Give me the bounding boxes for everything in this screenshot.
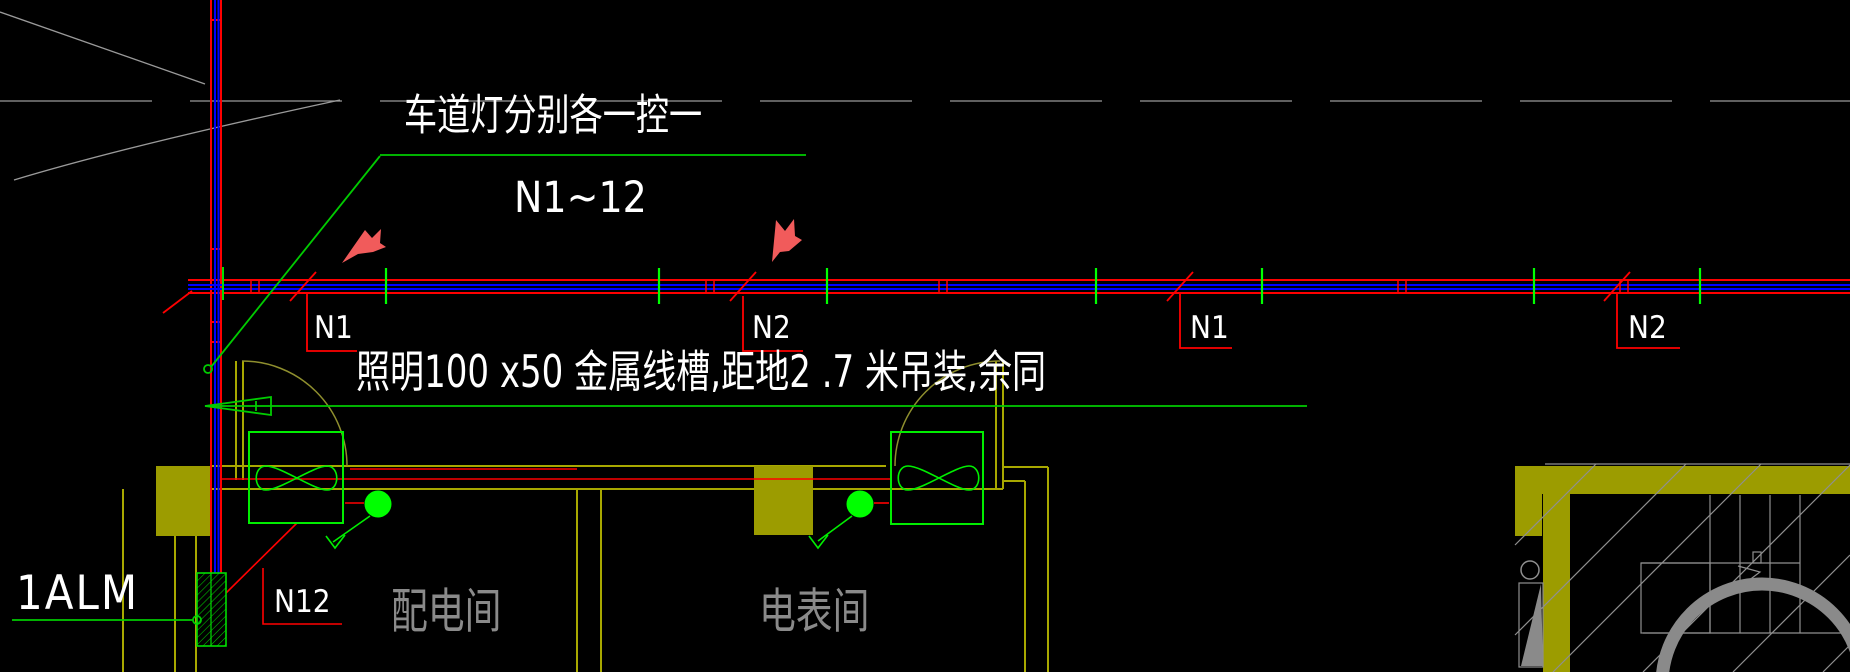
stair-detail: [1514, 463, 1850, 672]
stair-wall-block: [1515, 466, 1850, 672]
panel-label: 1ALM: [16, 565, 140, 621]
distribution-panel: [196, 572, 227, 647]
luminaire-symbol: [248, 431, 344, 524]
room-label-meter-room: 电表间: [759, 584, 870, 640]
tray-circuit-label-n2b: N2: [1628, 308, 1667, 346]
tray-circuit-label-n2a: N2: [752, 308, 791, 346]
pointer-arrow-icon: [772, 219, 802, 262]
luminaires: [248, 431, 984, 550]
light-point: [846, 490, 874, 518]
note-circuit-range: N1~12: [514, 172, 647, 222]
feeder-arrowhead-icon: [204, 395, 272, 417]
circuit-leaders: [162, 271, 1680, 352]
annotation-leaders: [12, 154, 1307, 625]
tray-ticks: [384, 268, 1702, 304]
branch-circuit-label: N12: [274, 582, 331, 620]
luminaire-symbol: [890, 431, 984, 525]
wall-block: [156, 466, 212, 536]
power-circuits: [221, 468, 891, 625]
highlight-arrows: [342, 219, 802, 263]
tray-circuit-label-n1a: N1: [314, 308, 353, 346]
door-swing-arcs: [241, 360, 1001, 467]
room-label-power-distribution: 配电间: [391, 584, 502, 640]
note-lane-lights: 车道灯分别各一控一: [404, 91, 703, 141]
person-icon: [1520, 560, 1540, 580]
tray-joints: [250, 280, 1629, 293]
pointer-arrow-icon: [342, 229, 386, 263]
road-centerlines: [0, 11, 1850, 181]
walls: [122, 360, 1850, 672]
tray-circuit-label-n1b: N1: [1190, 308, 1229, 346]
note-tray-spec: 照明100 x50 金属线槽,距地2 .7 米吊装,余同: [356, 346, 1047, 398]
cable-tray: [188, 0, 1850, 573]
wall-block: [754, 466, 813, 535]
light-point: [364, 490, 392, 518]
stair-flight-arc: [1656, 577, 1850, 672]
